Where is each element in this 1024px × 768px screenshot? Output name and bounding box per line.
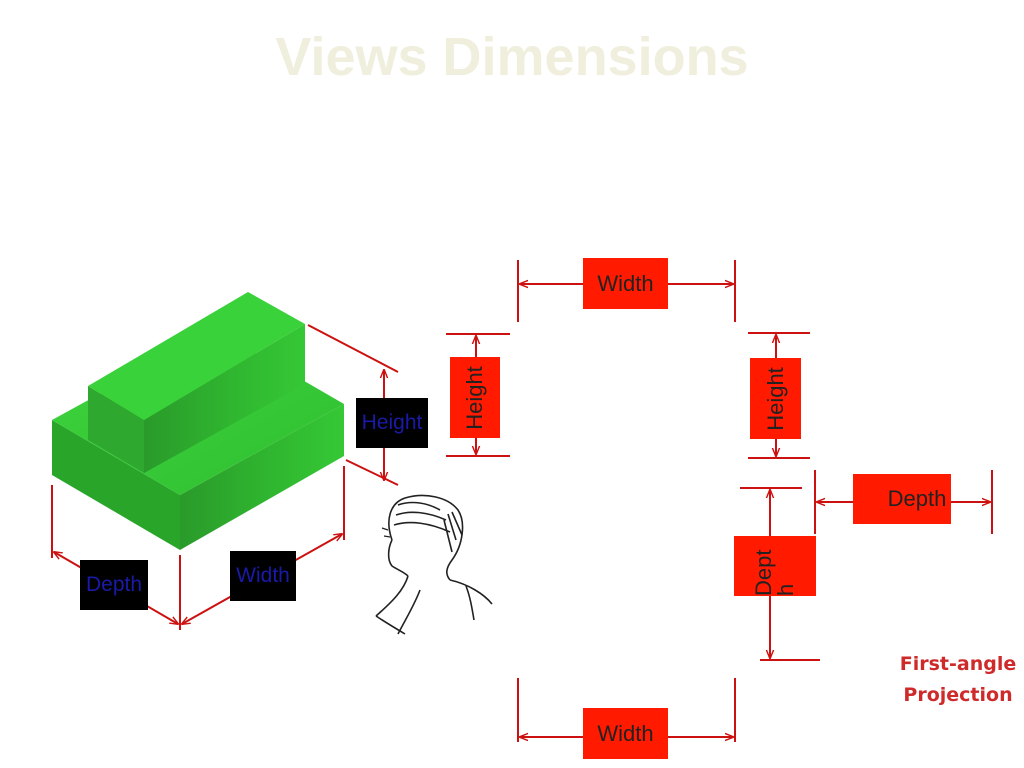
top-width-label: Width: [583, 258, 668, 309]
iso-depth-label: Depth: [80, 560, 148, 610]
block-front-face: [180, 404, 344, 550]
left-height-text: Height: [462, 365, 487, 430]
block-left-face: [52, 420, 180, 550]
projection-note: First-angle Projection: [896, 649, 1020, 711]
isometric-block: [52, 292, 344, 550]
left-height-label: Height: [450, 357, 500, 438]
slide-title: Views Dimensions: [275, 27, 749, 87]
bottom-width-label: Width: [583, 708, 668, 759]
right-height-text: Height: [762, 366, 788, 431]
observer-figure-icon: [375, 494, 493, 635]
projection-note-line1: First-angle: [899, 653, 1017, 675]
iso-width-label: Width: [230, 551, 296, 601]
right-depth-label: Depth: [853, 474, 951, 524]
side-depth-label: Dept h: [734, 536, 816, 596]
block-step-top: [88, 292, 305, 420]
right-height-label: Height: [750, 358, 801, 439]
iso-height-label: Height: [356, 398, 428, 448]
projection-note-line2: Projection: [903, 684, 1013, 706]
block-step-side: [88, 386, 144, 473]
side-depth-text: Dept h: [751, 549, 798, 596]
block-step-front: [144, 324, 305, 473]
